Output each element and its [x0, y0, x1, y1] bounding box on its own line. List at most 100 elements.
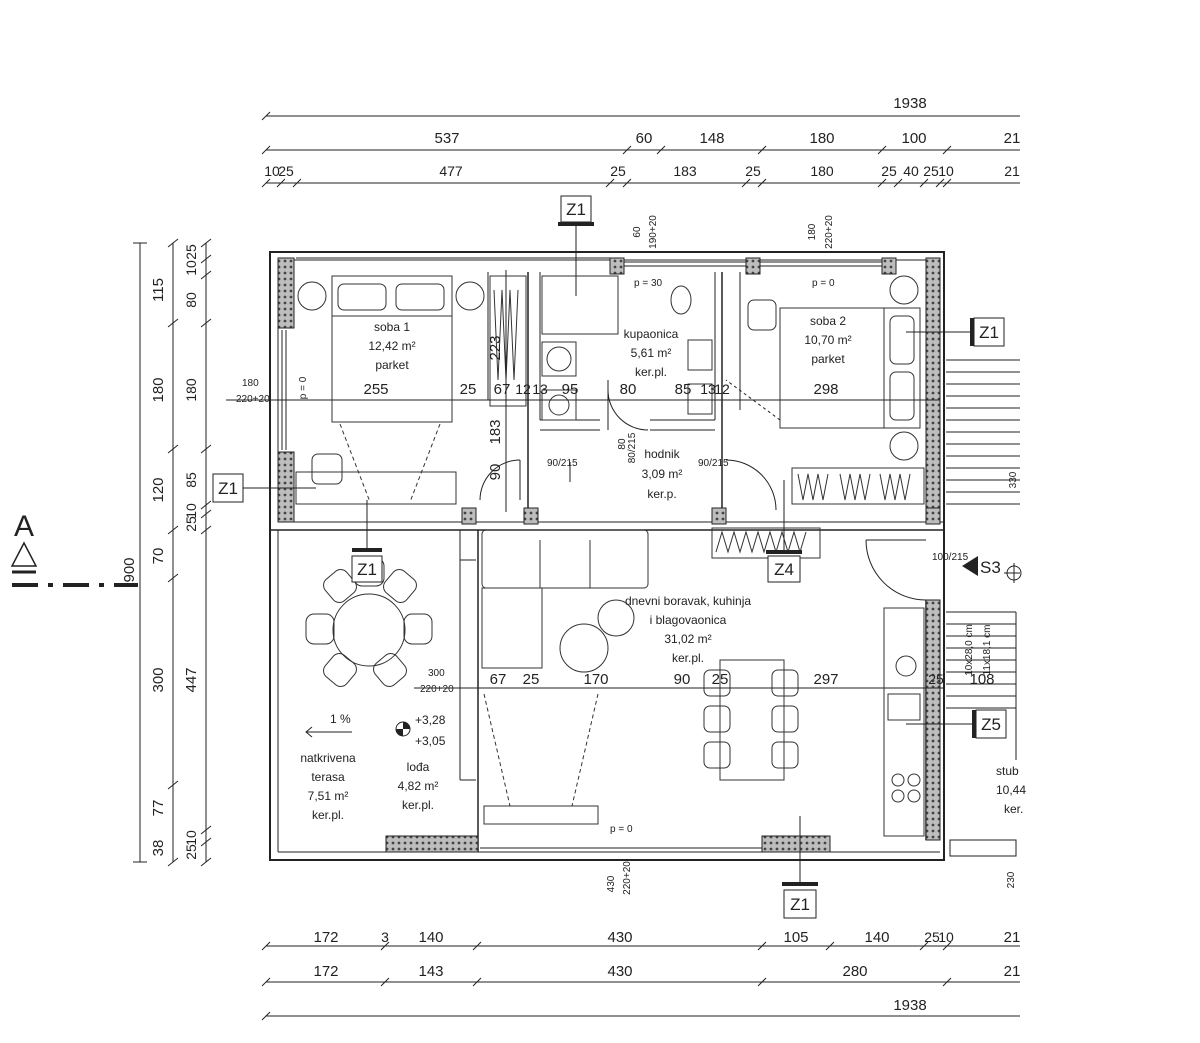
- dim-bottom2-3: 430: [607, 963, 632, 980]
- room-floor: ker.p.: [647, 487, 676, 501]
- room-floor: ker.: [1004, 802, 1023, 816]
- dim-bottom-1: 172: [313, 929, 338, 946]
- room-floor: parket: [375, 358, 409, 372]
- parapet-2: p = 0: [812, 278, 835, 289]
- idim-1: 255: [363, 381, 388, 398]
- dim-bottom-9: 21: [1004, 929, 1021, 946]
- room-name: hodnik: [644, 447, 680, 461]
- level-marker: +3,28 +3,05: [395, 713, 446, 748]
- door-size-4: 100/215: [932, 552, 969, 563]
- washing-machine-icon: [546, 346, 572, 372]
- win-top-right-2: 220+20: [824, 215, 835, 249]
- tag-z5: Z5: [906, 709, 1007, 739]
- room-name-line1: natkrivena: [300, 751, 356, 765]
- dim-left-inner-10: 25: [183, 844, 199, 860]
- room-stubiste: stub 10,44 ker.: [996, 764, 1026, 816]
- coffee-table-icon: [559, 623, 609, 673]
- room-area: 12,42 m²: [368, 339, 415, 353]
- tag-z1-terrace: Z1: [351, 500, 383, 583]
- dim-top2-4: 25: [610, 163, 626, 179]
- top-dimension-chains: [261, 111, 1020, 188]
- dim-top-total: 1938: [893, 95, 926, 112]
- dim-top2-5: 183: [673, 163, 697, 179]
- windows: [281, 257, 882, 853]
- interior-dimension-lines: [226, 270, 944, 689]
- dim-top-2: 60: [636, 130, 653, 147]
- dim-bottom-7: 25: [924, 929, 940, 945]
- stair-spec-2: 11x18,1 cm: [982, 625, 993, 676]
- slope-marker: 1 %: [305, 712, 352, 738]
- dim-left-inner-9: 10: [183, 830, 199, 846]
- section-mark-a: A: [10, 510, 138, 587]
- sofa-icon: [481, 529, 649, 589]
- room-floor: ker.pl.: [635, 365, 667, 379]
- dim-bottom-3: 140: [418, 929, 443, 946]
- side-dim-2: 230: [1006, 871, 1017, 888]
- room-name: soba 2: [810, 314, 846, 328]
- bed-icon: [331, 275, 453, 423]
- dim-left-1: 115: [150, 278, 167, 302]
- dim-top-1: 537: [434, 130, 459, 147]
- section-letter: A: [14, 510, 34, 543]
- dim-top2-11: 10: [938, 163, 954, 179]
- level-upper: +3,28: [415, 713, 446, 727]
- tag-z1-bottom: Z1: [782, 816, 818, 919]
- dim-left-total: 900: [121, 557, 138, 582]
- dim-top2-12: 21: [1004, 163, 1020, 179]
- terrace-table-icon: [332, 593, 406, 667]
- dim-top-4: 180: [809, 130, 834, 147]
- room-area: 10,44: [996, 783, 1026, 797]
- chair-icon: [311, 453, 343, 485]
- slope-value: 1 %: [330, 712, 351, 726]
- stairs: [946, 359, 1020, 857]
- dim-left-inner-7: 25: [183, 516, 199, 532]
- win-left-1: 180: [242, 378, 259, 389]
- room-area: 31,02 m²: [664, 632, 711, 646]
- idim-7: 80: [620, 381, 637, 398]
- idim-r2-4: 90: [674, 671, 691, 688]
- idim-r2-7: 25: [928, 671, 944, 687]
- room-name: stub: [996, 764, 1019, 778]
- idim-2: 25: [460, 381, 477, 398]
- dim-bottom2-5: 21: [1004, 963, 1021, 980]
- dim-top2-9: 40: [903, 163, 919, 179]
- idim-11: 298: [813, 381, 838, 398]
- dim-left-4: 70: [150, 548, 167, 565]
- win-living-2: 220+20: [420, 684, 454, 695]
- room-name-line1: dnevni boravak, kuhinja: [625, 594, 751, 608]
- room-soba-1: soba 1 12,42 m² parket: [368, 320, 415, 372]
- svg-text:Z1: Z1: [790, 895, 810, 914]
- toilet-icon: [670, 285, 692, 315]
- doors: [479, 379, 927, 601]
- room-name: soba 1: [374, 320, 410, 334]
- furniture: [295, 275, 925, 837]
- dim-bottom2-1: 172: [313, 963, 338, 980]
- room-floor: ker.pl.: [402, 798, 434, 812]
- dim-left-inner-8: 447: [183, 667, 200, 692]
- idim-8: 85: [675, 381, 692, 398]
- room-lodja: lođa 4,82 m² ker.pl.: [398, 760, 439, 812]
- dim-left-2: 180: [150, 377, 167, 402]
- parapet-3: p = 0: [298, 376, 309, 399]
- dim-top-3: 148: [699, 130, 724, 147]
- room-area: 3,09 m²: [642, 467, 683, 481]
- structural-columns: [277, 257, 941, 853]
- svg-text:S3: S3: [980, 558, 1001, 577]
- room-floor: ker.pl.: [672, 651, 704, 665]
- svg-text:Z1: Z1: [566, 200, 586, 219]
- stair-spec-1: 10x28,0 cm: [964, 624, 975, 676]
- dim-bottom-8: 10: [938, 929, 954, 945]
- door-size-2: 80/215: [627, 432, 638, 463]
- dining-table-icon: [719, 659, 785, 781]
- dim-left-3: 120: [150, 477, 167, 502]
- level-lower: +3,05: [415, 734, 446, 748]
- svg-text:Z5: Z5: [981, 715, 1001, 734]
- dim-bottom-total: 1938: [893, 997, 926, 1014]
- win-top-right-1: 180: [807, 223, 818, 240]
- parapet-1: p = 30: [634, 278, 663, 289]
- door-size-1: 90/215: [547, 458, 578, 469]
- dim-top2-2: 25: [278, 163, 294, 179]
- idim-v-1: 223: [487, 335, 504, 360]
- dim-left-inner-2: 10: [183, 260, 199, 276]
- svg-text:Z1: Z1: [218, 479, 238, 498]
